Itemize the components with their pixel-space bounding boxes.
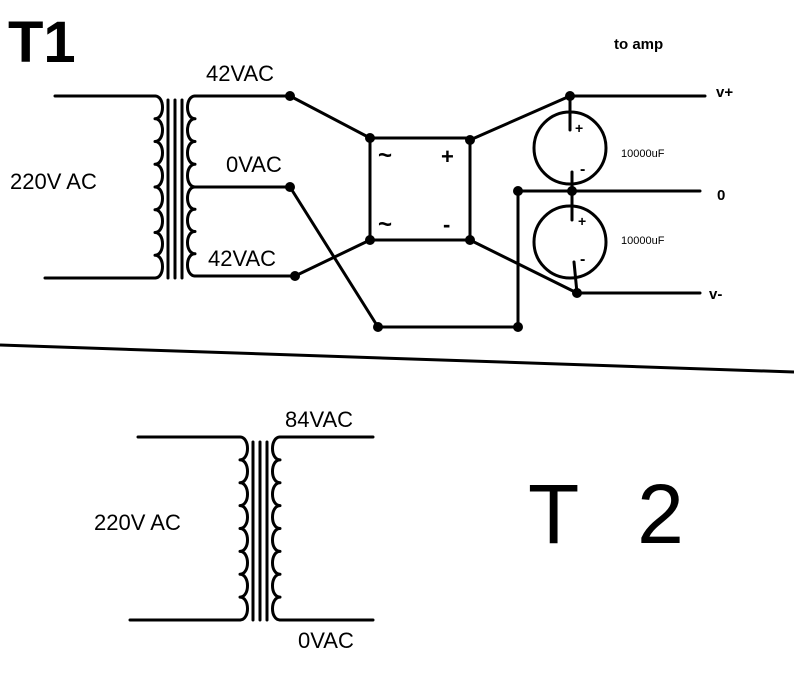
junction-dot <box>565 91 575 101</box>
output-vminus-label: v- <box>709 286 722 303</box>
wire-bridge-minus <box>468 238 579 295</box>
t1-secondary-mid-label: 0VAC <box>226 152 282 177</box>
t1-primary-winding <box>153 94 164 280</box>
cap-top-value: 10000uF <box>621 148 665 160</box>
t1-primary-coil <box>153 94 164 280</box>
wire-0vac-to-ground <box>288 185 380 329</box>
t2-secondary-bottom-label: 0VAC <box>298 628 354 653</box>
t1-primary-label: 220V AC <box>10 169 97 194</box>
junction-dot <box>285 182 295 192</box>
junction-dot <box>373 322 383 332</box>
capacitor-bottom <box>532 204 608 280</box>
t1-secondary-winding-upper <box>186 94 197 189</box>
to-amp-label: to amp <box>614 36 663 53</box>
bridge-ac-symbol-bottom: ~ <box>378 211 392 238</box>
cap-top-minus: - <box>580 161 585 178</box>
t1-title: T1 <box>8 10 76 75</box>
bridge-rectifier <box>368 136 472 242</box>
wire-bridge-plus <box>468 94 572 142</box>
t1-secondary-bottom-label: 42VAC <box>208 246 276 271</box>
cap-bottom-lead-negative <box>572 260 579 295</box>
bridge-ac-symbol-top: ~ <box>378 142 392 169</box>
junction-dot <box>285 91 295 101</box>
t2-primary-coil <box>238 435 249 622</box>
junction-dot <box>465 235 475 245</box>
t1-secondary-winding-lower <box>186 185 197 278</box>
junction-dot <box>290 271 300 281</box>
t2-secondary-winding <box>271 435 282 622</box>
junction-dot <box>513 322 523 332</box>
wire-42vac-top-to-bridge <box>288 94 372 140</box>
section-divider <box>0 343 794 374</box>
t2-primary-label: 220V AC <box>94 510 181 535</box>
wire-42vac-bottom-to-bridge <box>293 238 372 278</box>
t2-secondary-top-label: 84VAC <box>285 407 353 432</box>
cap-bottom-value: 10000uF <box>621 235 665 247</box>
junction-dot <box>567 186 577 196</box>
t2-title: T 2 <box>528 467 702 561</box>
bridge-minus-sign: - <box>443 212 450 237</box>
cap-top-plus: + <box>575 120 583 136</box>
junction-dot <box>513 186 523 196</box>
t2-primary-winding <box>238 435 249 622</box>
output-vplus-label: v+ <box>716 84 733 101</box>
cap-bottom-minus: - <box>580 251 585 268</box>
junction-dot <box>465 135 475 145</box>
output-zero-label: 0 <box>717 187 725 204</box>
junction-dot <box>572 288 582 298</box>
bridge-plus-sign: + <box>441 144 454 169</box>
t1-secondary-coil <box>186 94 197 278</box>
cap-bottom-plus: + <box>578 213 586 229</box>
t1-secondary-top-label: 42VAC <box>206 61 274 86</box>
junction-dot <box>365 133 375 143</box>
junction-dot <box>365 235 375 245</box>
t2-secondary-coil <box>271 435 282 622</box>
